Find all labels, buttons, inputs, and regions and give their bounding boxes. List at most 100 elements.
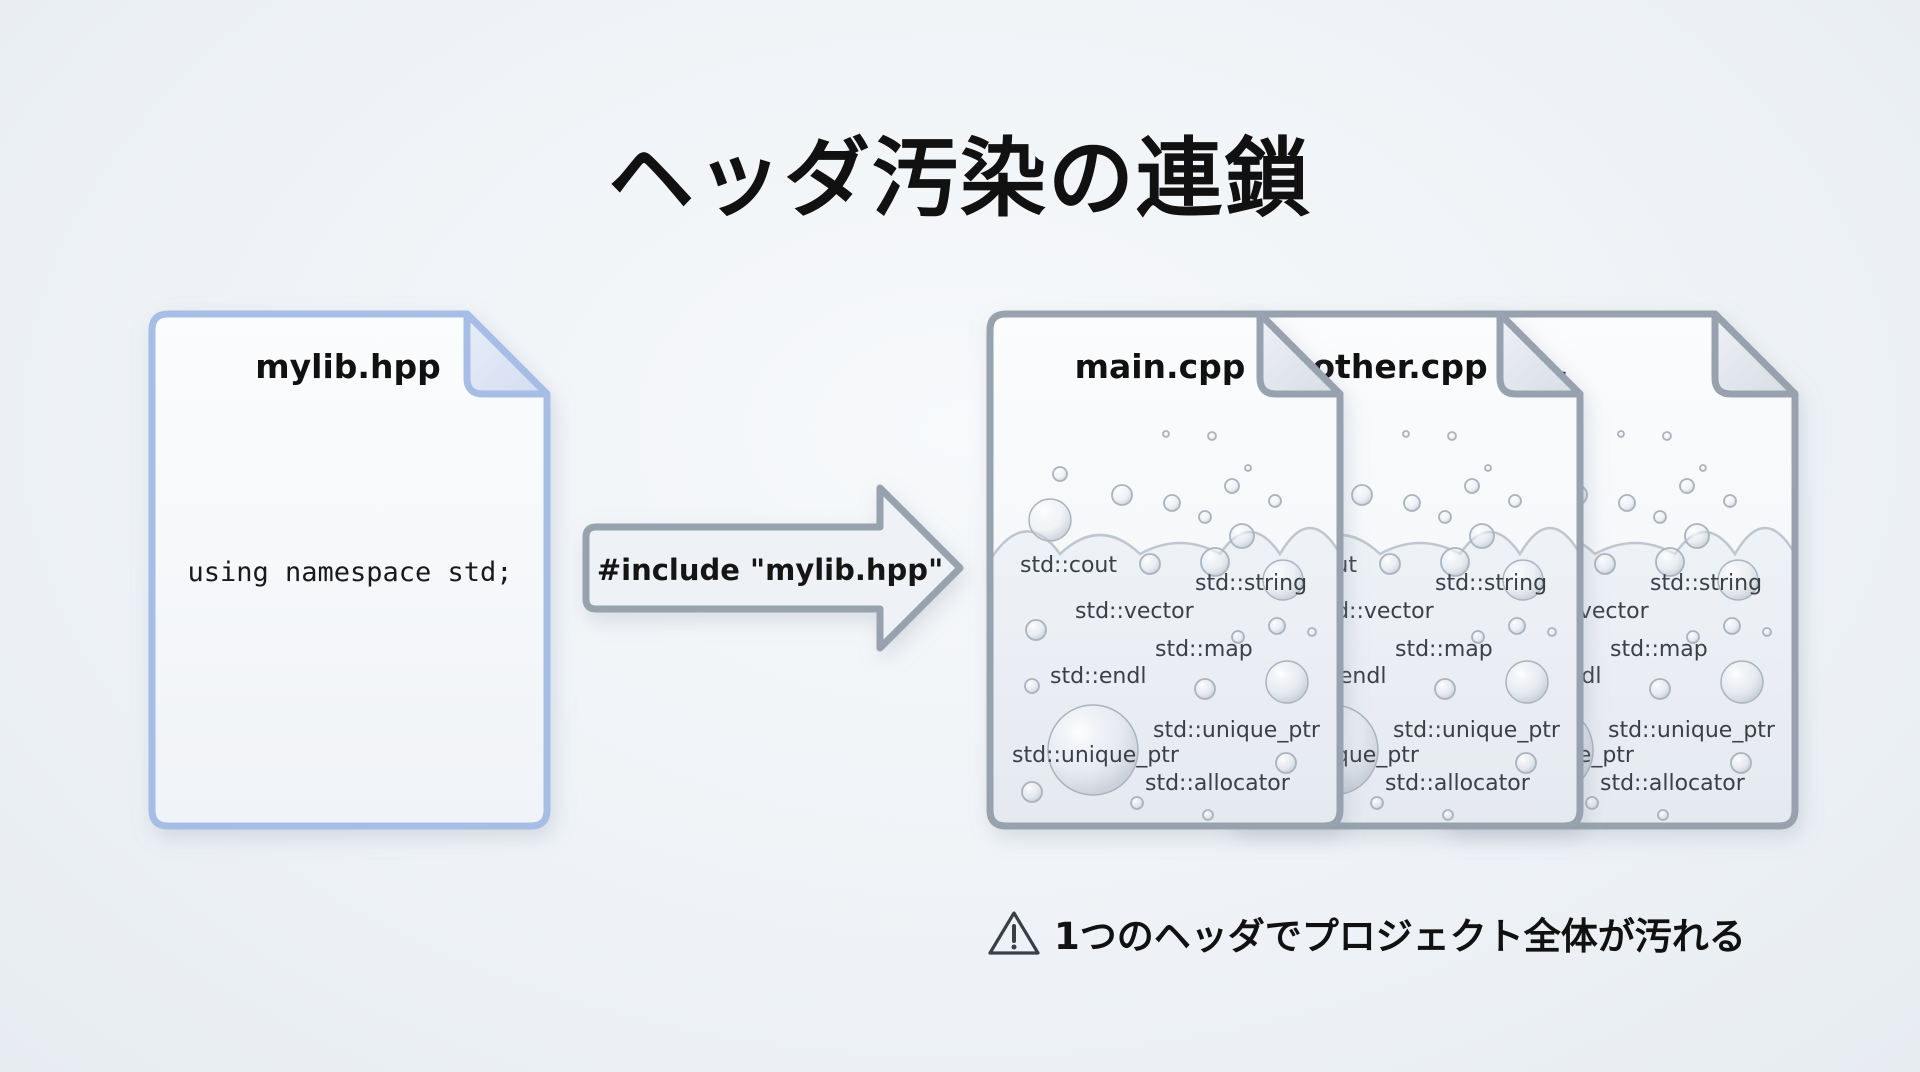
bubble	[1653, 510, 1667, 524]
bubble	[1229, 523, 1255, 549]
polluting-symbol: std::allocator	[1145, 771, 1291, 796]
polluting-symbol: std::allocator	[1385, 771, 1531, 796]
source-file-outline	[986, 310, 1344, 830]
bubble	[1207, 431, 1217, 441]
bubble	[1723, 617, 1741, 635]
bubble	[1515, 752, 1537, 774]
bubble	[1662, 431, 1672, 441]
bubble	[1262, 559, 1304, 601]
bubble	[1762, 627, 1772, 637]
bubble	[1502, 559, 1544, 601]
polluting-symbol: std::unique_ptr	[1393, 718, 1561, 743]
include-arrow	[582, 484, 964, 652]
bubble	[1268, 494, 1282, 508]
header-file-name: mylib.hpp	[255, 347, 440, 386]
bubble	[1464, 478, 1480, 494]
bubble	[1594, 553, 1616, 575]
bubble	[1438, 510, 1452, 524]
bubble	[1139, 553, 1161, 575]
include-arrow-shape	[582, 484, 964, 652]
pollution-foam: std::coutstd::stringstd::vectorstd::maps…	[990, 430, 1340, 826]
bubble	[1351, 484, 1373, 506]
bubble	[1162, 430, 1170, 438]
bubble	[1720, 660, 1764, 704]
bubble	[1163, 494, 1181, 512]
polluting-symbol: std::map	[1610, 637, 1708, 662]
source-file-fold	[1256, 310, 1344, 398]
source-file-name: main.cpp	[1075, 347, 1246, 386]
bubble	[1268, 617, 1286, 635]
bubble	[1469, 523, 1495, 549]
bubble	[1547, 627, 1557, 637]
bubble	[1649, 678, 1671, 700]
header-file-outline	[148, 310, 551, 830]
polluting-symbol: std::unique_ptr	[1608, 718, 1776, 743]
bubble	[1617, 430, 1625, 438]
bubble	[1657, 809, 1669, 821]
bubble	[1508, 494, 1522, 508]
warning-text: 1つのヘッダでプロジェクト全体が汚れる	[1054, 915, 1746, 958]
bubble	[1047, 704, 1139, 796]
bubble	[1585, 796, 1599, 810]
bubble	[1505, 660, 1549, 704]
bubble	[1717, 559, 1759, 601]
polluting-symbol: std::unique_ptr	[1012, 743, 1180, 768]
bubble	[1025, 619, 1047, 641]
bubble	[1028, 498, 1072, 542]
bubble	[1723, 494, 1737, 508]
bubble	[1402, 430, 1410, 438]
bubble	[1370, 796, 1384, 810]
source-file-name: other.cpp	[1312, 347, 1487, 386]
bubble	[1730, 752, 1752, 774]
include-arrow-label: #include "mylib.hpp"	[597, 553, 943, 587]
bubble	[1379, 553, 1401, 575]
polluting-symbol: std::string	[1435, 571, 1547, 596]
bubble	[1265, 660, 1309, 704]
header-file-card	[148, 310, 551, 830]
warning-callout: 1つのヘッダでプロジェクト全体が汚れる	[988, 906, 1746, 960]
bubble	[1130, 796, 1144, 810]
polluting-symbol: std::string	[1195, 571, 1307, 596]
bubble	[1447, 431, 1457, 441]
bubble	[1024, 678, 1040, 694]
bubble	[1224, 478, 1240, 494]
bubble	[1699, 464, 1707, 472]
bubble	[1200, 547, 1230, 577]
bubble	[1484, 464, 1492, 472]
bubble	[1618, 494, 1636, 512]
bubble	[1679, 478, 1695, 494]
polluting-symbol: std::endl	[1050, 664, 1146, 689]
bubble	[1442, 809, 1454, 821]
polluting-symbol: std::map	[1155, 637, 1253, 662]
bubble	[1434, 678, 1456, 700]
source-file-fold	[1711, 310, 1799, 398]
bubble	[1275, 752, 1297, 774]
bubble	[1111, 484, 1133, 506]
bubble	[1307, 627, 1317, 637]
bubble	[1655, 547, 1685, 577]
polluting-symbol: std::cout	[1020, 553, 1117, 578]
bubble	[1194, 678, 1216, 700]
bubble	[1052, 466, 1068, 482]
polluting-symbol: std::map	[1395, 637, 1493, 662]
header-file-code: using namespace std;	[187, 557, 512, 588]
source-file-card: std::coutstd::stringstd::vectorstd::maps…	[986, 310, 1344, 830]
bubble	[1403, 494, 1421, 512]
bubble	[1686, 630, 1700, 644]
polluting-symbol: std::allocator	[1600, 771, 1746, 796]
polluting-symbol: std::string	[1650, 571, 1762, 596]
polluting-symbol: std::vector	[1075, 599, 1195, 624]
polluting-symbol: std::unique_ptr	[1153, 718, 1321, 743]
slide-title: ヘッダ汚染の連鎖	[608, 129, 1312, 229]
warning-triangle-icon	[988, 911, 1040, 955]
bubble	[1440, 547, 1470, 577]
bubble	[1684, 523, 1710, 549]
source-files-stack: std::coutstd::stringstd::vectorstd::maps…	[986, 310, 1799, 830]
source-file-fold	[1496, 310, 1584, 398]
bubble	[1202, 809, 1214, 821]
header-file-fold	[463, 310, 551, 398]
bubble	[1021, 781, 1043, 803]
bubble	[1198, 510, 1212, 524]
bubble	[1508, 617, 1526, 635]
